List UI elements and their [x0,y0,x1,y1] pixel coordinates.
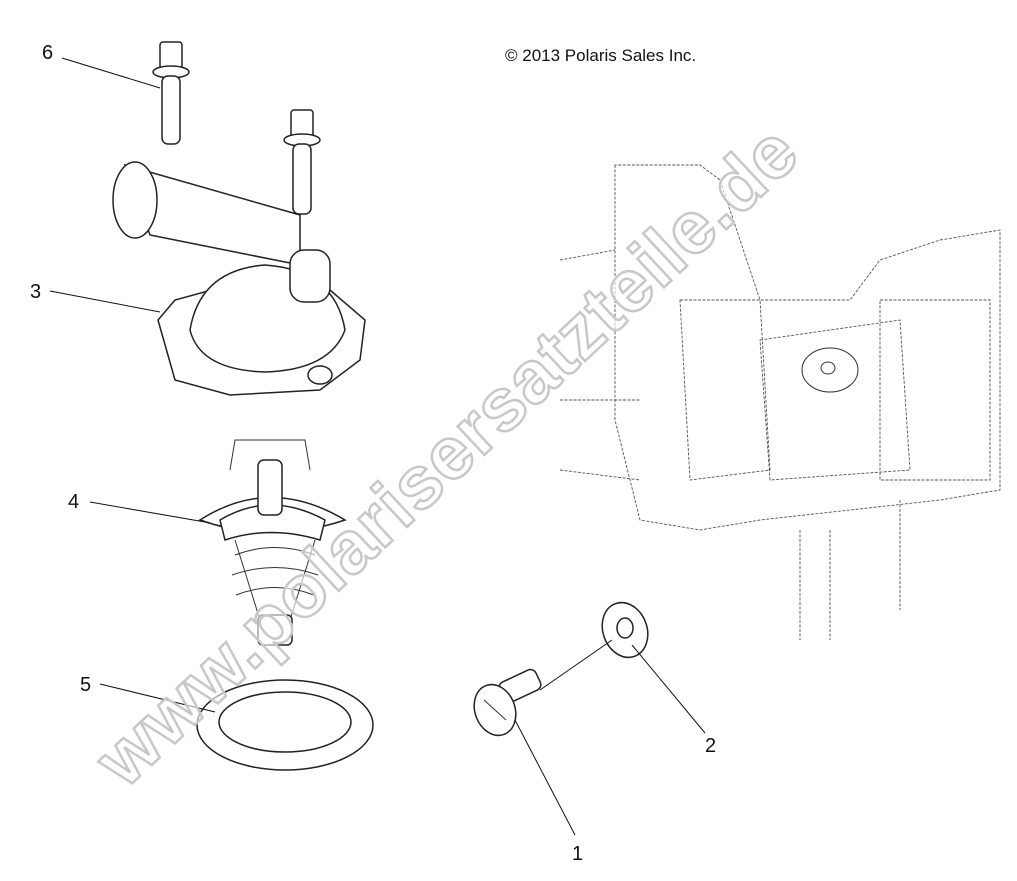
thermostat-housing-part [112,161,366,396]
callout-6: 6 [42,42,53,64]
screw-part [473,668,542,737]
copyright-text: © 2013 Polaris Sales Inc. [505,46,696,65]
thermostat-part [198,439,347,646]
bolt-part [152,41,321,215]
washer-part [601,601,649,659]
callout-2: 2 [705,735,716,757]
callout-5: 5 [80,674,91,696]
callout-4: 4 [68,491,79,513]
callout-1: 1 [572,843,583,865]
seal-ring-part [196,679,374,771]
engine-block [559,164,1001,640]
callout-3: 3 [30,281,41,303]
leader-lines [49,57,706,836]
